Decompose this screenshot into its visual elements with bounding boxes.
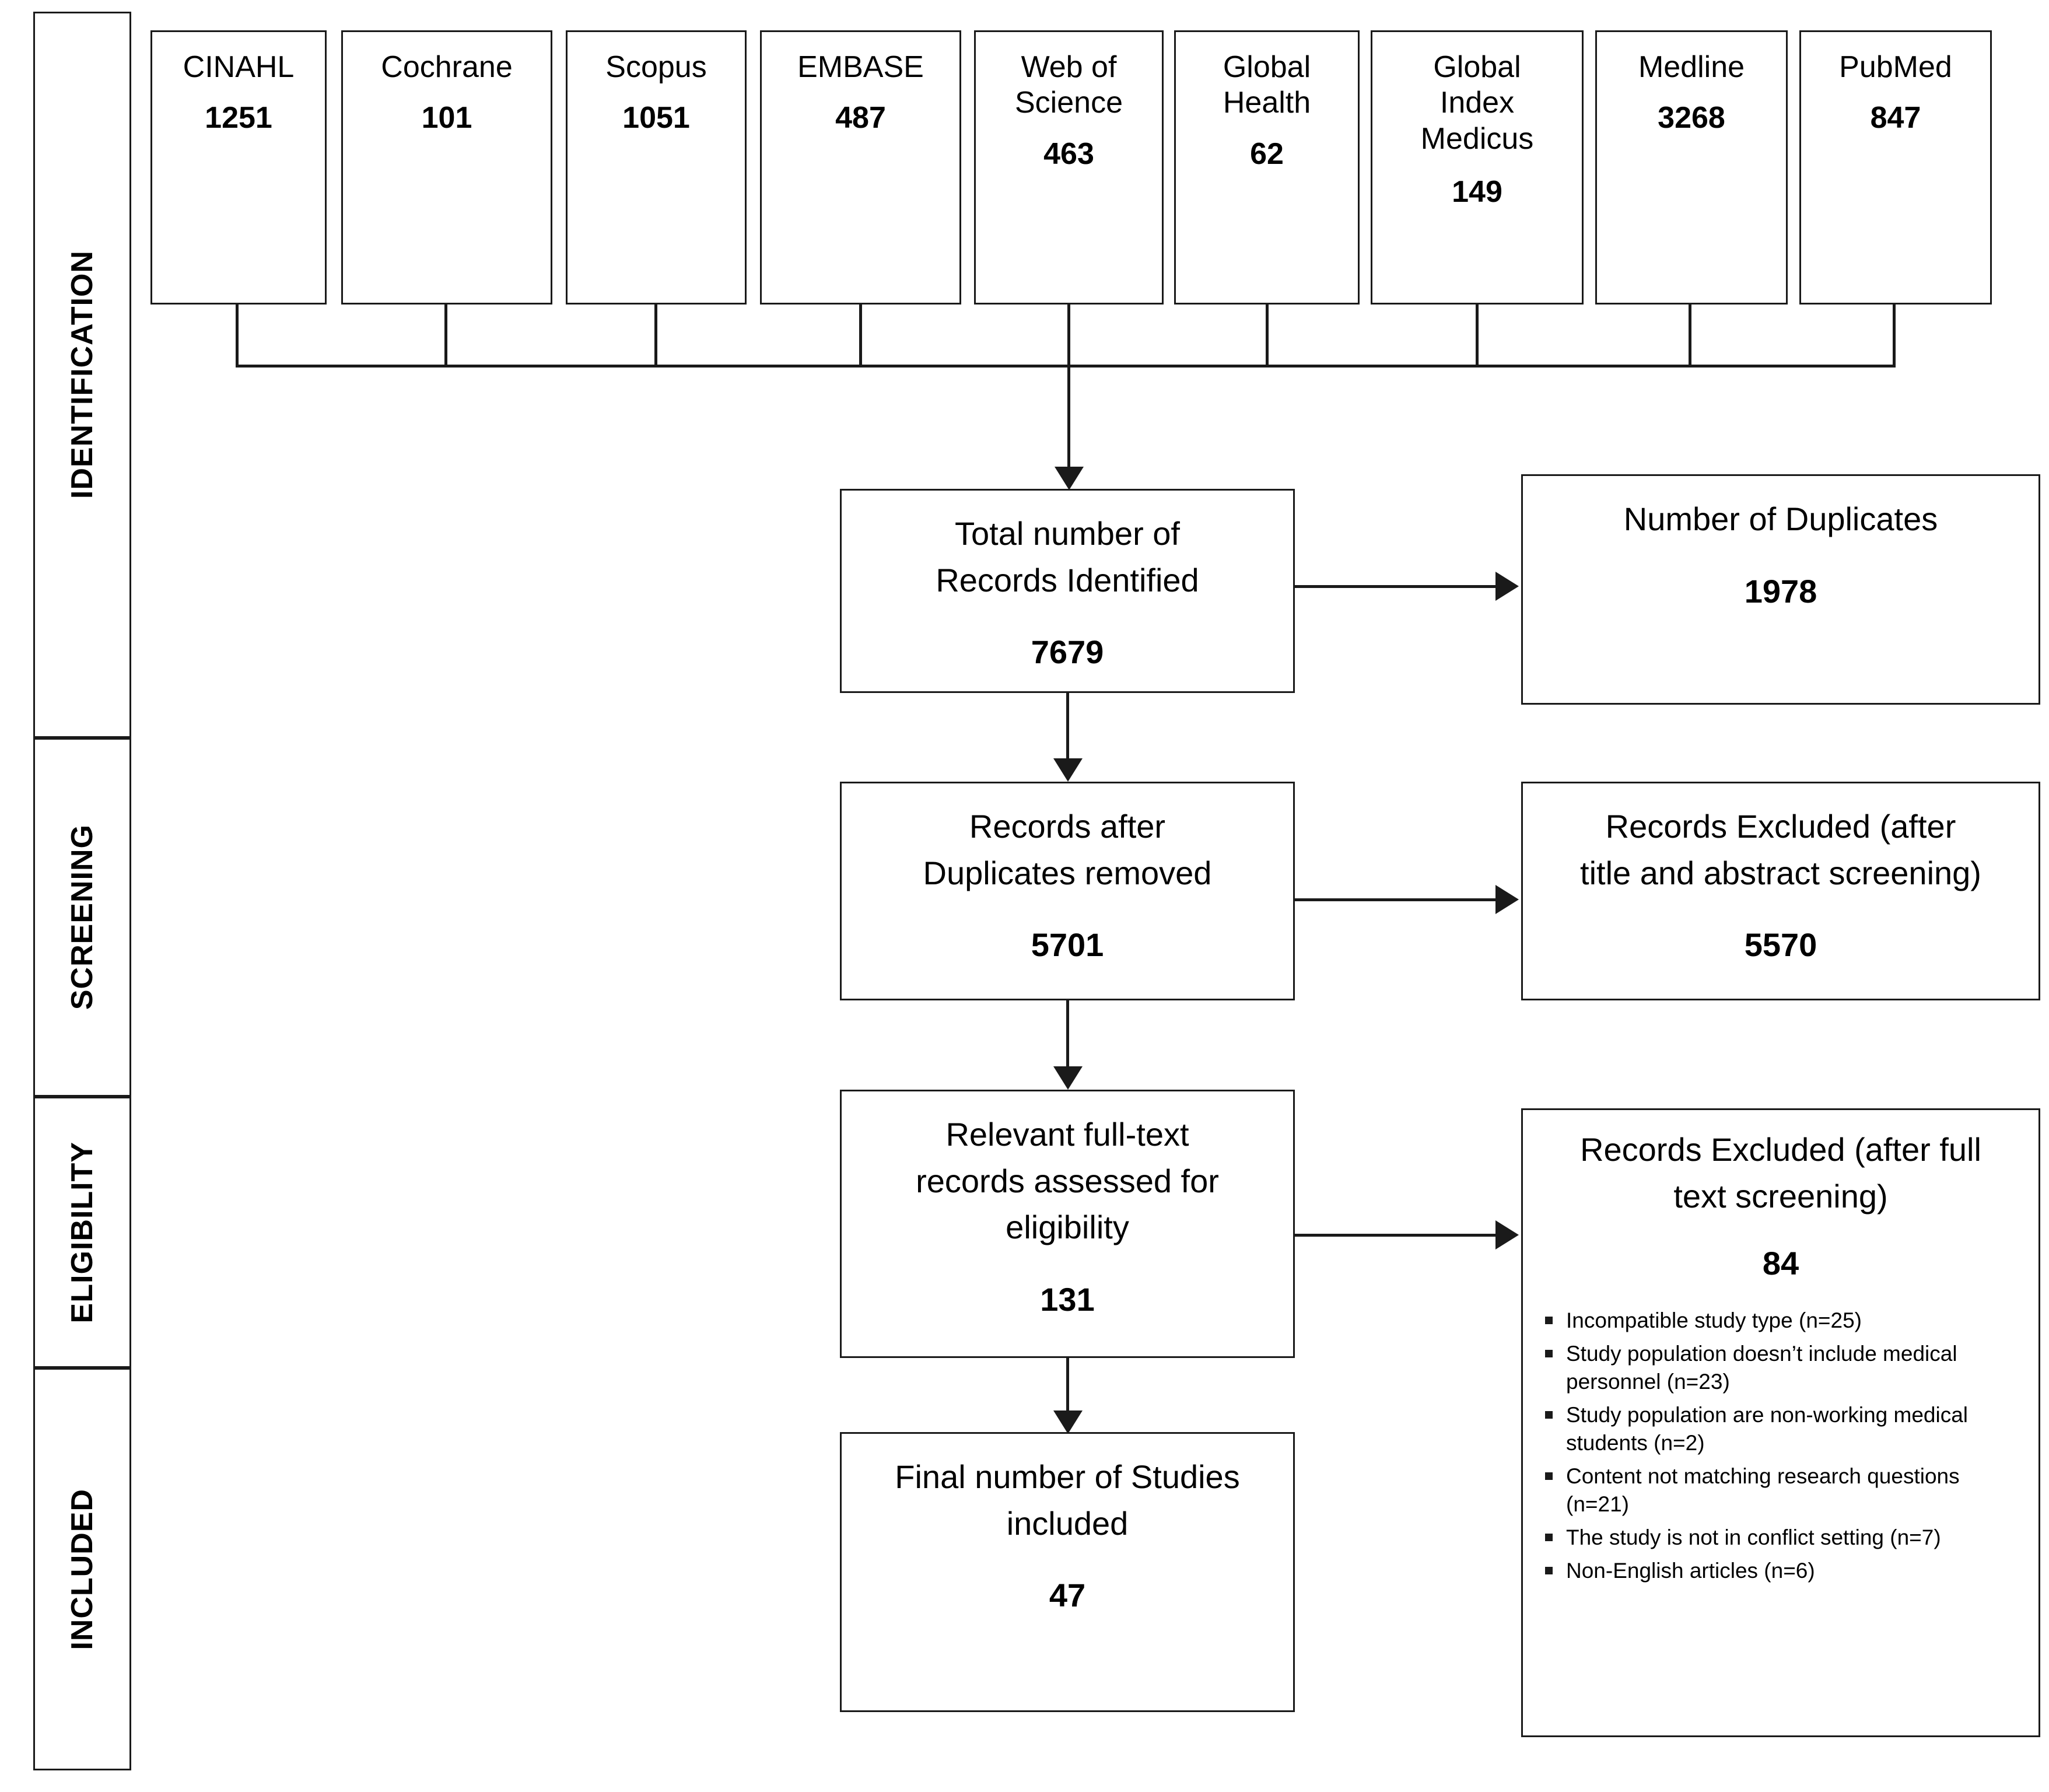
source-box-cochrane: Cochrane 101 — [341, 30, 552, 304]
flow-box-duplicates: Number of Duplicates 1978 — [1521, 474, 2040, 705]
exclusion-reason-item: Incompatible study type (n=25) — [1545, 1307, 2025, 1335]
source-count: 149 — [1452, 175, 1502, 209]
phase-label-identification: IDENTIFICATION — [65, 250, 99, 499]
source-count: 101 — [421, 101, 472, 135]
source-count: 1051 — [622, 101, 690, 135]
source-name: Global Index Medicus — [1420, 50, 1534, 156]
flow-box-excluded-title-abstract: Records Excluded (after title and abstra… — [1521, 782, 2040, 1000]
duplicates-arrowhead — [1495, 572, 1519, 601]
flow-box-title: Records after Duplicates removed — [923, 808, 1212, 891]
flow-box-title: Number of Duplicates — [1623, 501, 1938, 537]
fulltext-arrowhead — [1053, 1066, 1083, 1090]
after-duplicates-arrowhead — [1053, 758, 1083, 782]
phase-column-identification: IDENTIFICATION — [33, 12, 131, 738]
flow-box-count: 131 — [1040, 1280, 1095, 1318]
source-connector-line — [859, 304, 862, 366]
source-count: 1251 — [205, 101, 272, 135]
source-name: CINAHL — [183, 50, 295, 84]
source-name: Medline — [1638, 50, 1745, 84]
identified-arrowhead — [1055, 467, 1084, 490]
phase-column-screening: SCREENING — [33, 738, 131, 1097]
identified-trunk-line — [1067, 365, 1070, 475]
flow-box-count: 7679 — [1031, 634, 1104, 671]
exclusion-reason-item: Non-English articles (n=6) — [1545, 1557, 2025, 1585]
after-duplicates-line — [1066, 693, 1069, 769]
source-connector-line — [654, 304, 657, 366]
excluded-title-abstract-arrowhead — [1495, 885, 1519, 914]
source-box-global-index-medicus: Global Index Medicus 149 — [1371, 30, 1584, 304]
source-box-scopus: Scopus 1051 — [566, 30, 747, 304]
source-name: Cochrane — [381, 50, 513, 84]
source-box-global-health: Global Health 62 — [1174, 30, 1360, 304]
flow-box-title: Records Excluded (after title and abstra… — [1580, 808, 1981, 891]
flow-box-count: 5570 — [1744, 926, 1817, 964]
flow-box-count: 1978 — [1744, 572, 1817, 610]
flow-box-included: Final number of Studies included 47 — [840, 1432, 1295, 1712]
source-connector-line — [444, 304, 447, 366]
source-count: 3268 — [1658, 101, 1725, 135]
source-connector-line — [1266, 304, 1269, 366]
source-count: 487 — [835, 101, 886, 135]
source-manifold-bar — [236, 365, 1896, 368]
source-name: Global Health — [1223, 50, 1311, 120]
source-connector-line — [236, 304, 239, 366]
source-count: 62 — [1250, 136, 1284, 171]
source-box-embase: EMBASE 487 — [760, 30, 961, 304]
phase-column-eligibility: ELIGIBILITY — [33, 1097, 131, 1368]
flow-box-count: 47 — [1049, 1577, 1086, 1614]
source-connector-line — [1067, 304, 1070, 366]
flow-box-excluded-fulltext: Records Excluded (after full text screen… — [1521, 1108, 2040, 1737]
source-connector-line — [1476, 304, 1479, 366]
phase-label-eligibility: ELIGIBILITY — [65, 1141, 99, 1324]
fulltext-line — [1066, 1000, 1069, 1076]
flow-box-title: Final number of Studies included — [895, 1458, 1240, 1542]
flow-box-title: Total number of Records Identified — [936, 515, 1199, 598]
source-connector-line — [1893, 304, 1896, 366]
source-name: Web of Science — [1015, 50, 1123, 120]
included-arrowhead — [1053, 1410, 1083, 1434]
flow-box-records-identified: Total number of Records Identified 7679 — [840, 489, 1295, 693]
source-box-cinahl: CINAHL 1251 — [150, 30, 327, 304]
source-name: EMBASE — [797, 50, 924, 84]
exclusion-reason-item: Content not matching research questions … — [1545, 1462, 2025, 1518]
excluded-fulltext-arrowhead — [1495, 1220, 1519, 1250]
source-box-medline: Medline 3268 — [1595, 30, 1788, 304]
excluded-title-abstract-arrow-line — [1295, 898, 1498, 901]
flow-box-count: 84 — [1762, 1245, 1799, 1282]
flow-box-title: Records Excluded (after full text screen… — [1580, 1131, 1981, 1214]
source-name: PubMed — [1839, 50, 1952, 84]
source-count: 463 — [1043, 136, 1094, 171]
exclusion-reason-list: Incompatible study type (n=25) Study pop… — [1523, 1307, 2039, 1591]
duplicates-arrow-line — [1295, 585, 1498, 588]
source-box-pubmed: PubMed 847 — [1799, 30, 1992, 304]
included-line — [1066, 1358, 1069, 1419]
flow-box-title: Relevant full-text records assessed for … — [916, 1116, 1219, 1246]
exclusion-reason-item: The study is not in conflict setting (n=… — [1545, 1524, 2025, 1552]
flow-box-count: 5701 — [1031, 926, 1104, 964]
source-box-web-of-science: Web of Science 463 — [974, 30, 1164, 304]
excluded-fulltext-arrow-line — [1295, 1234, 1498, 1237]
source-connector-line — [1689, 304, 1691, 366]
phase-label-included: INCLUDED — [65, 1488, 99, 1650]
source-name: Scopus — [605, 50, 707, 84]
phase-label-screening: SCREENING — [65, 824, 99, 1010]
flow-box-after-duplicates: Records after Duplicates removed 5701 — [840, 782, 1295, 1000]
exclusion-reason-item: Study population are non-working medical… — [1545, 1401, 2025, 1457]
source-count: 847 — [1870, 101, 1921, 135]
flow-box-fulltext-assessed: Relevant full-text records assessed for … — [840, 1090, 1295, 1358]
exclusion-reason-item: Study population doesn’t include medical… — [1545, 1340, 2025, 1396]
phase-column-included: INCLUDED — [33, 1368, 131, 1770]
